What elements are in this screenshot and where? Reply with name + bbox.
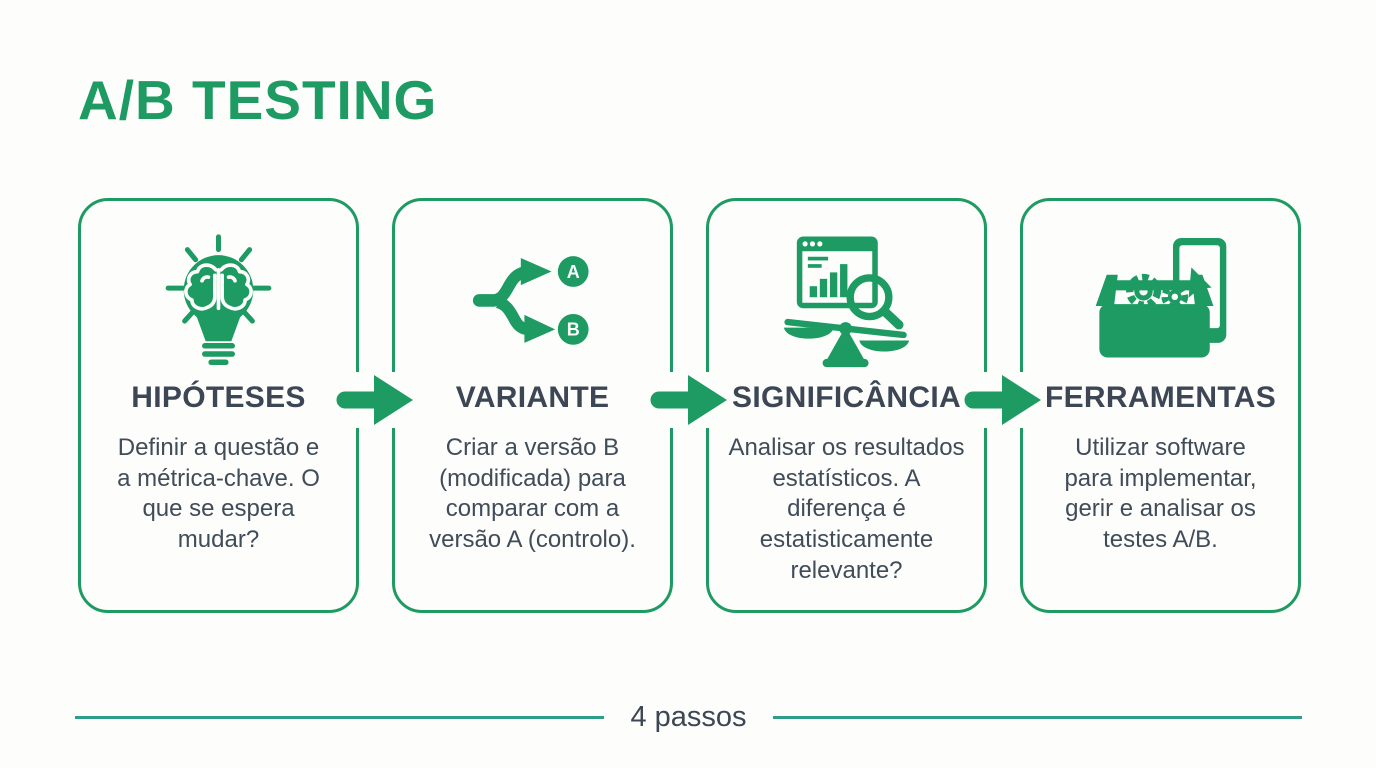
flow-arrow-icon <box>964 372 1044 428</box>
footer-divider-right <box>772 716 1303 719</box>
chart-scale-magnifier-icon <box>782 227 911 373</box>
step-title: VARIANTE <box>455 381 610 414</box>
toolbox-tablet-icon <box>1092 227 1230 373</box>
step-title: HIPÓTESES <box>131 381 306 414</box>
step-card-variante: A B VARIANTE Criar a versão B (modificad… <box>392 198 673 613</box>
step-card-significancia: SIGNIFICÂNCIA Analisar os resultados est… <box>706 198 987 613</box>
split-ab-icon: A B <box>472 227 594 373</box>
variant-b-badge: B <box>557 314 589 345</box>
svg-text:A: A <box>566 262 579 282</box>
step-title: FERRAMENTAS <box>1044 381 1277 414</box>
flow-arrow-icon <box>650 372 730 428</box>
page-title: A/B TESTING <box>78 69 438 131</box>
flow-arrow-icon <box>336 372 416 428</box>
step-card-ferramentas: FERRAMENTAS Utilizar software para imple… <box>1020 198 1301 613</box>
variant-a-badge: A <box>557 256 589 287</box>
step-description: Criar a versão B (modificada) para compa… <box>429 434 636 554</box>
step-description: Definir a questão e a métrica-chave. O q… <box>117 434 320 554</box>
step-description: Analisar os resultados estatísticos. A d… <box>728 434 965 584</box>
step-card-hipoteses: HIPÓTESES Definir a questão e a métrica-… <box>78 198 359 613</box>
lightbulb-brain-icon <box>159 227 278 373</box>
footer: 4 passos <box>75 701 1303 734</box>
step-description: Utilizar software para implementar, geri… <box>1064 434 1257 554</box>
step-title: SIGNIFICÂNCIA <box>732 381 961 414</box>
footer-divider-left <box>75 716 605 719</box>
svg-text:B: B <box>566 320 579 340</box>
footer-steps-count: 4 passos <box>630 701 747 733</box>
